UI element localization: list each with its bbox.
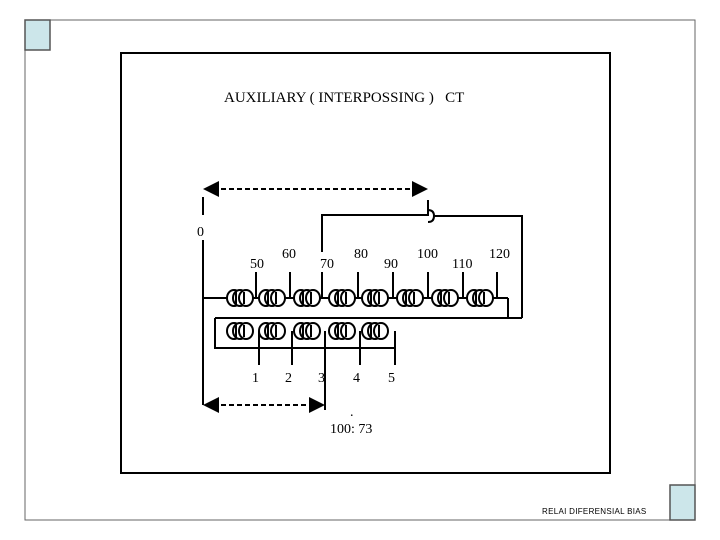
upper-tap-label: 60 (282, 247, 296, 262)
lower-tap-label: 4 (353, 371, 360, 386)
ratio-dot: . (350, 405, 354, 420)
diagram-title: AUXILIARY ( INTERPOSSING ) CT (224, 90, 465, 106)
tap-labels: 50 60 70 80 90 100 110 120 1 2 3 4 5 (250, 247, 510, 386)
upper-tap-label: 80 (354, 247, 368, 262)
lower-coil-4 (328, 322, 356, 340)
outer-border-lines (24, 19, 696, 521)
upper-coil-1 (226, 289, 254, 307)
upper-coil-6 (396, 289, 424, 307)
lower-coil-2 (258, 322, 286, 340)
lower-tap-label: 2 (285, 371, 292, 386)
upper-tap-label: 120 (489, 247, 510, 262)
footer-caption: RELAI DIFERENSIAL BIAS (542, 507, 647, 516)
tap-leads (255, 272, 498, 365)
lower-coil-5 (361, 322, 389, 340)
coil-windings (226, 289, 494, 340)
ratio-label: 100: 73 (330, 422, 372, 437)
upper-coil-7 (431, 289, 459, 307)
lower-tap-label: 1 (252, 371, 259, 386)
upper-tap-label: 100 (417, 247, 438, 262)
lower-tap-label: 3 (318, 371, 325, 386)
lower-coil-3 (293, 322, 321, 340)
lower-tap-label: 5 (388, 371, 395, 386)
upper-tap-label: 90 (384, 257, 398, 272)
upper-tap-label: 110 (452, 257, 472, 272)
bottom-right-corner-square (669, 484, 696, 521)
upper-coil-2 (258, 289, 286, 307)
top-left-corner-square (24, 19, 51, 51)
upper-tap-label: 50 (250, 257, 264, 272)
upper-coil-4 (328, 289, 356, 307)
upper-coil-3 (293, 289, 321, 307)
upper-tap-label: 70 (320, 257, 334, 272)
zero-tap-label: 0 (197, 225, 204, 240)
upper-coil-8 (466, 289, 494, 307)
lower-coil-1 (226, 322, 254, 340)
upper-coil-5 (361, 289, 389, 307)
